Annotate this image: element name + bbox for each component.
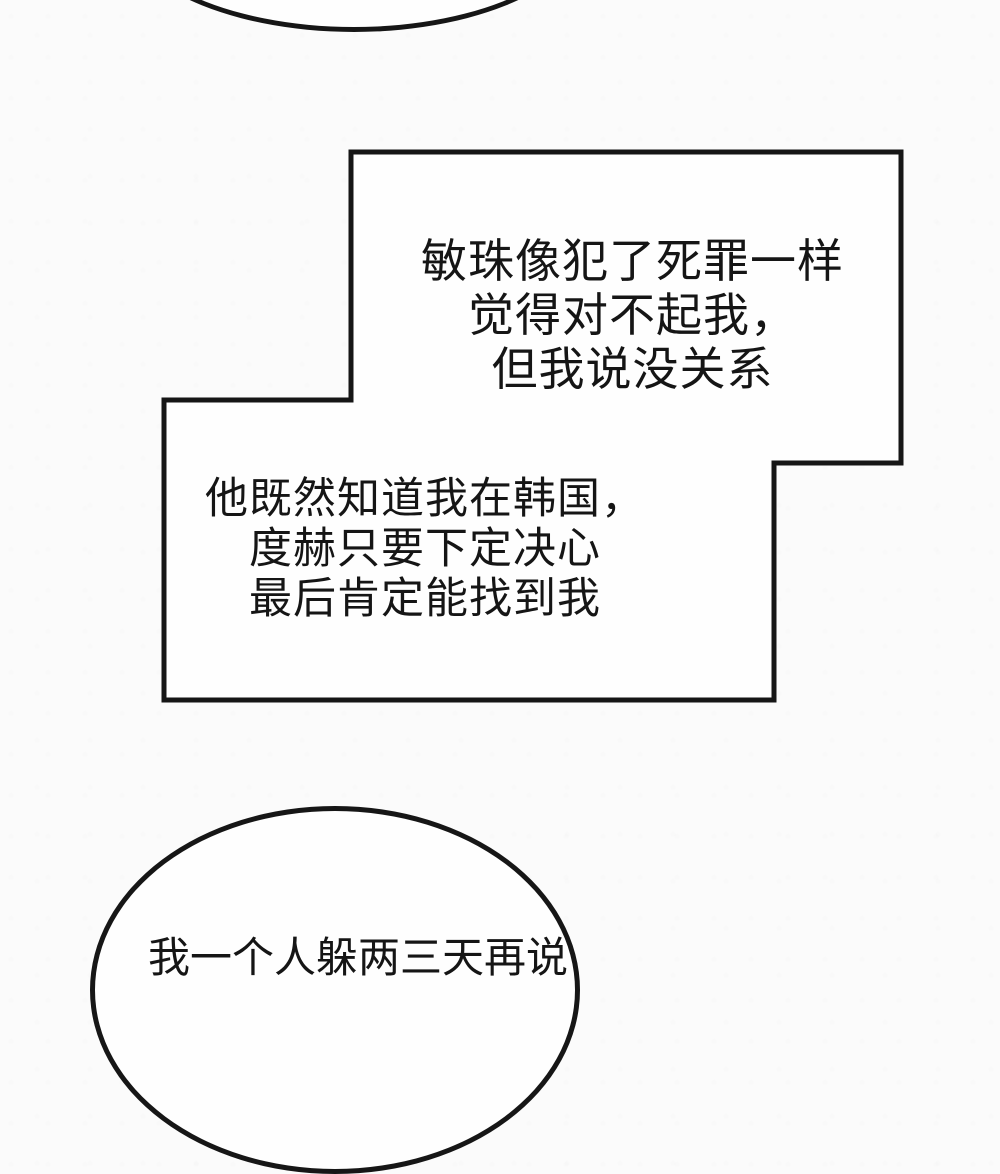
narration-line: 敏珠像犯了死罪一样 xyxy=(421,234,844,288)
narration-line: 度赫只要下定决心 xyxy=(249,524,601,574)
bottom-bubble-partial-text: 我一个人躲两三天再说 xyxy=(148,933,569,982)
narration-text-block-1: 敏珠像犯了死罪一样 觉得对不起我， 但我说没关系 xyxy=(365,234,900,396)
narration-text-block-2: 他既然知道我在韩国， 度赫只要下定决心 最后肯定能找到我 xyxy=(170,474,680,624)
bottom-speech-bubble xyxy=(90,806,580,1174)
narration-line: 但我说没关系 xyxy=(491,342,774,396)
narration-line: 最后肯定能找到我 xyxy=(249,574,601,624)
narration-line: 觉得对不起我， xyxy=(468,288,797,342)
top-speech-bubble xyxy=(114,0,594,32)
narration-line: 他既然知道我在韩国， xyxy=(205,474,645,524)
